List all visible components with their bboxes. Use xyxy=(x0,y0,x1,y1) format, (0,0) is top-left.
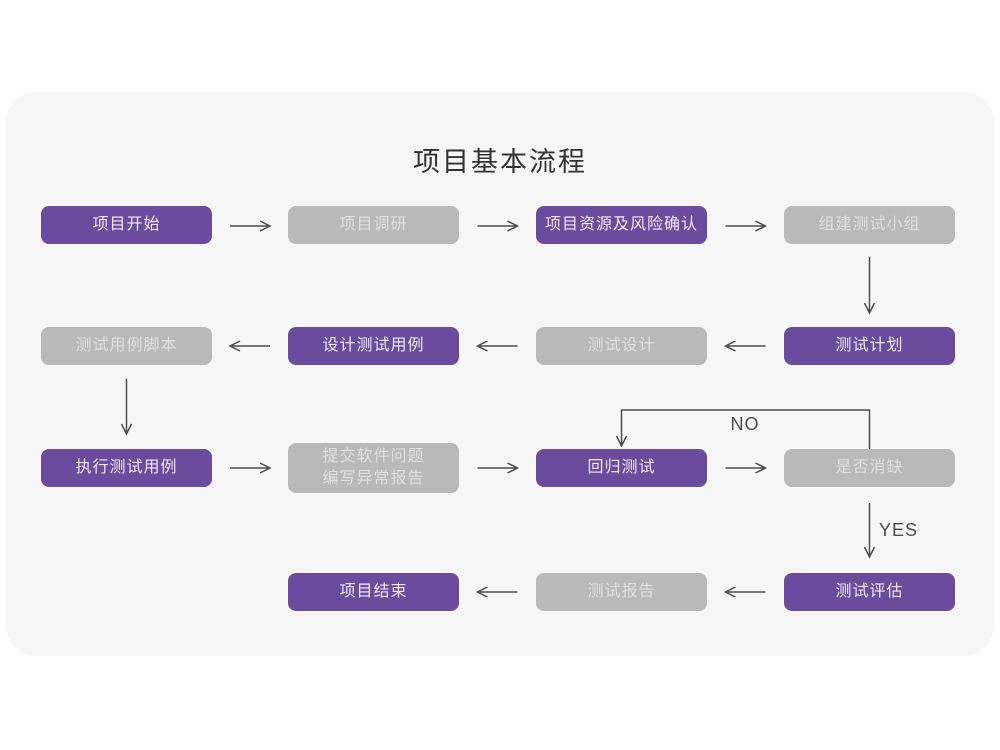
node-project-research: 项目调研 xyxy=(288,206,459,244)
node-execute-test-cases: 执行测试用例 xyxy=(41,449,212,487)
node-regression-test: 回归测试 xyxy=(536,449,707,487)
node-project-start: 项目开始 xyxy=(41,206,212,244)
edge-label-no: NO xyxy=(730,414,760,434)
node-test-design: 测试设计 xyxy=(536,327,707,365)
node-design-test-cases: 设计测试用例 xyxy=(288,327,459,365)
node-build-test-team: 组建测试小组 xyxy=(784,206,955,244)
node-test-report: 测试报告 xyxy=(536,573,707,611)
node-project-end: 项目结束 xyxy=(288,573,459,611)
node-risk-confirm: 项目资源及风险确认 xyxy=(536,206,707,244)
node-test-plan: 测试计划 xyxy=(784,327,955,365)
flowchart-card xyxy=(6,92,994,656)
node-defect-cleared: 是否消缺 xyxy=(784,449,955,487)
node-test-evaluation: 测试评估 xyxy=(784,573,955,611)
edge-label-yes: YES xyxy=(879,520,919,540)
node-test-case-scripts: 测试用例脚本 xyxy=(41,327,212,365)
page-title: 项目基本流程 xyxy=(413,147,587,177)
node-submit-issue-report: 提交软件问题 编写异常报告 xyxy=(288,443,459,493)
